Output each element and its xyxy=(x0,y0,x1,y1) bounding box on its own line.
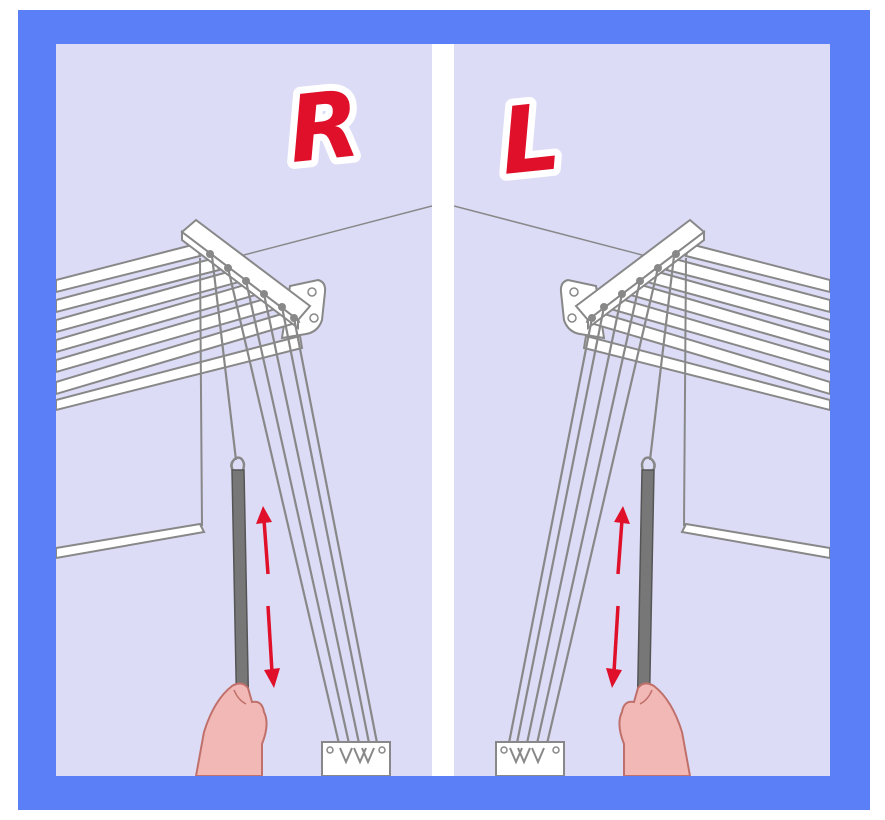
panel-right-hand: R xyxy=(56,63,432,776)
lower-rail xyxy=(56,522,206,560)
up-arrow-icon xyxy=(256,506,272,575)
hand-icon xyxy=(194,682,268,776)
letter-r: R xyxy=(283,70,365,184)
cords xyxy=(210,255,380,749)
panel-divider xyxy=(432,44,454,776)
letter-l: L xyxy=(496,83,565,196)
cleat-icon xyxy=(321,741,391,776)
down-arrow-icon xyxy=(264,605,280,688)
